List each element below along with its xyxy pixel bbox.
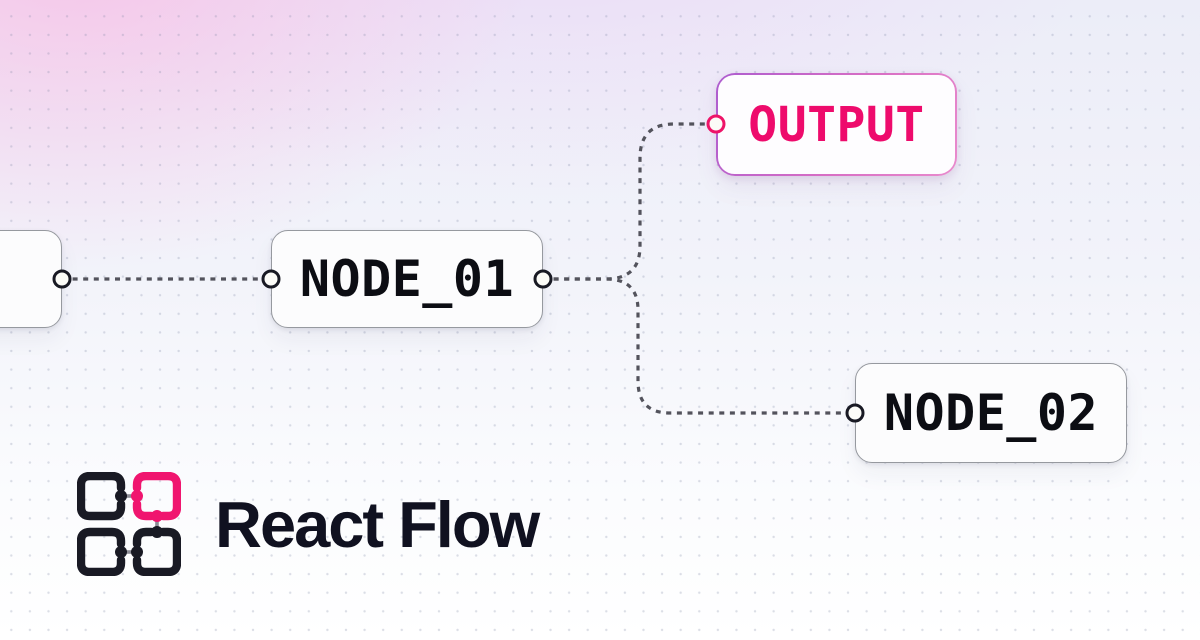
edge-node-01-to-node-02[interactable] bbox=[543, 277, 853, 415]
react-flow-wordmark: React Flow bbox=[215, 487, 540, 561]
node-node-01[interactable]: NODE_01 bbox=[271, 230, 543, 328]
node-02-label: NODE_02 bbox=[883, 384, 1099, 442]
node-node-02[interactable]: NODE_02 bbox=[855, 363, 1127, 463]
handle-output-target[interactable] bbox=[706, 114, 726, 134]
handle-node-02-target[interactable] bbox=[845, 403, 865, 423]
node-output-body: OUTPUT bbox=[718, 75, 955, 174]
output-label: OUTPUT bbox=[748, 96, 925, 153]
handle-node-01-source[interactable] bbox=[533, 269, 553, 289]
react-flow-logo: React Flow bbox=[77, 472, 540, 576]
edge-node-01-to-output[interactable] bbox=[543, 122, 714, 281]
react-flow-logo-mark-icon bbox=[77, 472, 181, 576]
handle-upstream-source[interactable] bbox=[52, 269, 72, 289]
node-upstream-partial[interactable] bbox=[0, 230, 62, 328]
node-output[interactable]: OUTPUT bbox=[716, 73, 957, 176]
handle-node-01-target[interactable] bbox=[261, 269, 281, 289]
node-01-label: NODE_01 bbox=[299, 250, 515, 308]
